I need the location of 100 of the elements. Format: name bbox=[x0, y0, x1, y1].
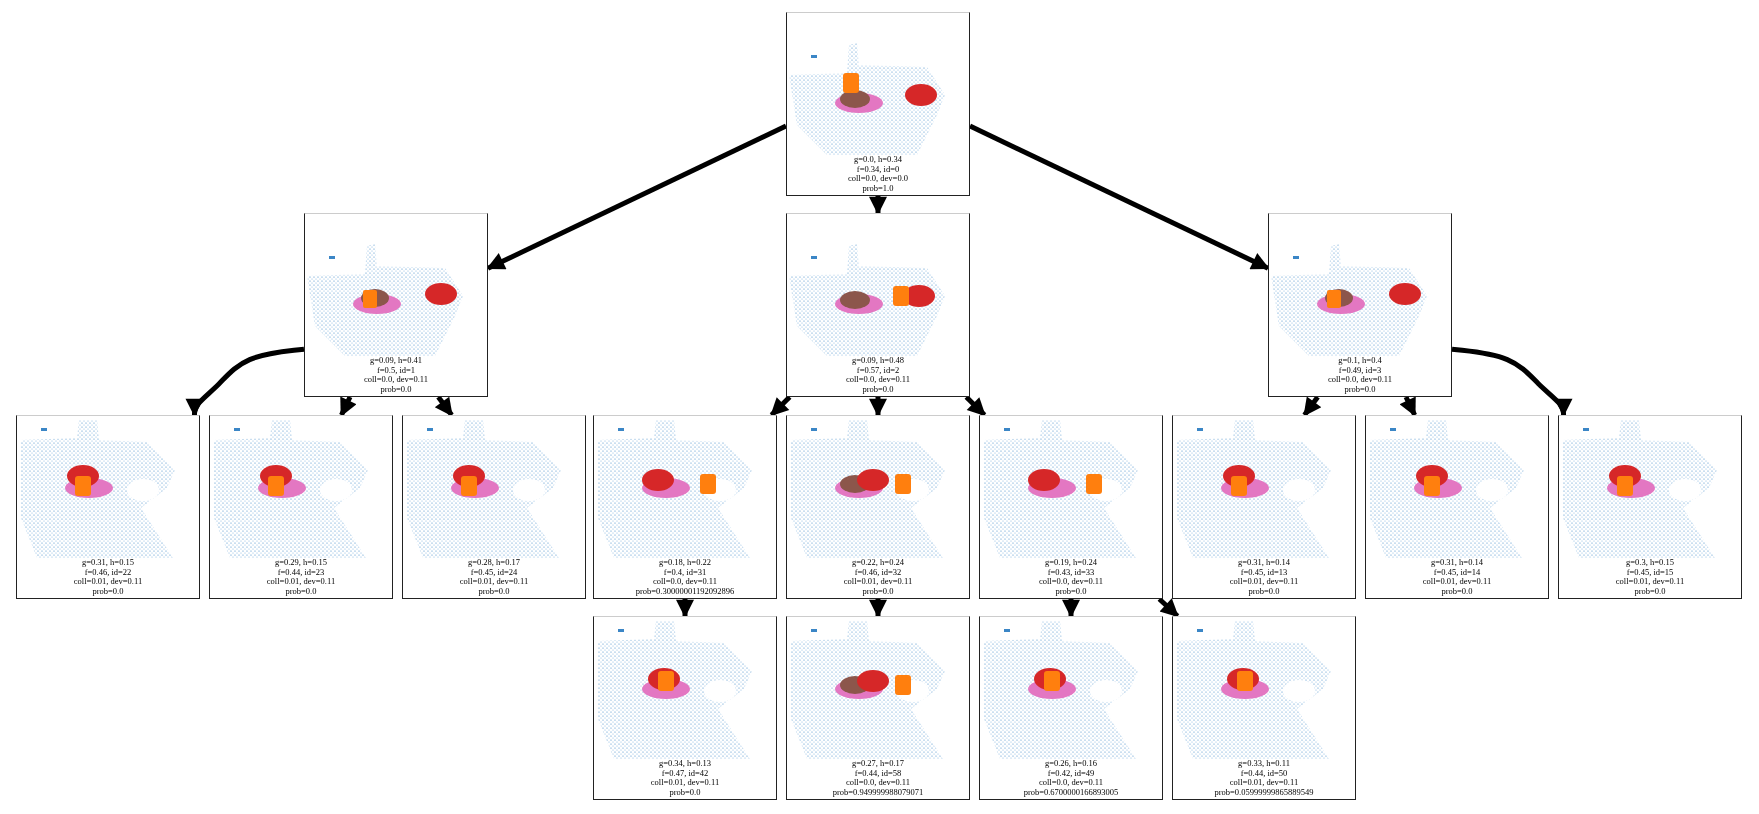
node-stats-text: prob=0.0 bbox=[1055, 586, 1087, 596]
node-stats-text: f=0.49, id=3 bbox=[1338, 365, 1382, 376]
node-stats-text: prob=0.0 bbox=[285, 586, 317, 596]
node-stats-text: g=0.31, h=0.14 bbox=[1430, 558, 1484, 568]
arrow bbox=[1157, 597, 1180, 618]
tree-node-card bbox=[593, 415, 777, 599]
node-stats-text: prob=1.0 bbox=[862, 183, 894, 193]
node-stats-text: prob=0.0 bbox=[1634, 586, 1666, 596]
node-stats-text: f=0.45, id=14 bbox=[1433, 567, 1481, 578]
node-stats-text: coll=0.0, dev=0.11 bbox=[845, 375, 910, 385]
arrow bbox=[869, 599, 887, 618]
node-stats-text: coll=0.0, dev=0.0 bbox=[847, 174, 909, 184]
tree-node-card bbox=[786, 12, 970, 196]
tree-node-card bbox=[1365, 415, 1549, 599]
tree-node-card bbox=[1172, 415, 1356, 599]
node-stats-text: g=0.31, h=0.14 bbox=[1237, 558, 1291, 568]
tree-node-card bbox=[209, 415, 393, 599]
tree-node-card bbox=[1558, 415, 1742, 599]
node-stats-text: g=0.27, h=0.17 bbox=[851, 759, 905, 769]
tree-node-card bbox=[304, 213, 488, 397]
node-stats-text: prob=0.0 bbox=[478, 586, 510, 596]
node-stats-text: prob=0.6700000166893005 bbox=[1023, 787, 1119, 797]
node-stats-text: prob=0.0 bbox=[1344, 384, 1376, 394]
tree-node-card bbox=[1268, 213, 1452, 397]
node-stats-text: g=0.09, h=0.48 bbox=[851, 356, 905, 366]
tree-node-card bbox=[1172, 616, 1356, 800]
node-stats-text: f=0.45, id=13 bbox=[1240, 567, 1288, 578]
node-stats-text: coll=0.0, dev=0.11 bbox=[652, 577, 717, 587]
arrow bbox=[1451, 346, 1573, 417]
arrow bbox=[1062, 599, 1080, 618]
node-stats-text: f=0.46, id=22 bbox=[84, 567, 132, 578]
node-stats-text: f=0.45, id=24 bbox=[470, 567, 518, 578]
node-stats-text: coll=0.01, dev=0.11 bbox=[73, 577, 143, 587]
node-stats-text: g=0.3, h=0.15 bbox=[1626, 558, 1674, 568]
arrow bbox=[1302, 395, 1322, 417]
node-stats-text: prob=0.0 bbox=[669, 787, 701, 797]
node-stats-text: g=0.19, h=0.24 bbox=[1044, 558, 1098, 568]
node-stats-text: coll=0.01, dev=0.11 bbox=[1615, 577, 1685, 587]
node-stats-text: prob=0.0 bbox=[92, 586, 124, 596]
node-stats-text: g=0.1, h=0.4 bbox=[1338, 356, 1382, 366]
arrow bbox=[676, 599, 694, 618]
node-stats-text: g=0.28, h=0.17 bbox=[467, 558, 521, 568]
arrow bbox=[869, 196, 887, 215]
arrow bbox=[339, 395, 357, 417]
node-stats-text: prob=0.30000001192092896 bbox=[635, 586, 735, 596]
node-stats-text: coll=0.01, dev=0.11 bbox=[266, 577, 336, 587]
tree-node-card bbox=[16, 415, 200, 599]
node-stats-text: f=0.5, id=1 bbox=[376, 365, 416, 376]
node-stats-text: coll=0.0, dev=0.11 bbox=[1038, 778, 1103, 788]
node-stats-text: coll=0.01, dev=0.11 bbox=[1422, 577, 1492, 587]
node-stats-text: f=0.44, id=58 bbox=[854, 768, 902, 779]
node-stats-text: g=0.33, h=0.11 bbox=[1238, 759, 1290, 769]
node-stats-text: f=0.47, id=42 bbox=[661, 768, 709, 779]
arrow bbox=[486, 123, 788, 271]
node-stats-text: g=0.34, h=0.13 bbox=[658, 759, 712, 769]
node-stats-text: coll=0.01, dev=0.11 bbox=[650, 778, 720, 788]
node-stats-text: f=0.44, id=50 bbox=[1240, 768, 1288, 779]
arrow bbox=[964, 395, 987, 417]
node-stats-text: prob=0.949999988079071 bbox=[832, 787, 924, 797]
node-stats-text: prob=0.0 bbox=[380, 384, 412, 394]
node-stats-text: g=0.29, h=0.15 bbox=[274, 558, 328, 568]
node-stats-text: f=0.42, id=49 bbox=[1047, 768, 1095, 779]
node-stats-text: g=0.31, h=0.15 bbox=[81, 558, 135, 568]
node-stats-text: coll=0.01, dev=0.11 bbox=[1229, 577, 1299, 587]
tree-node-card bbox=[979, 415, 1163, 599]
arrow bbox=[185, 346, 305, 417]
node-stats-text: prob=0.0 bbox=[862, 586, 894, 596]
tree-node-card bbox=[786, 616, 970, 800]
node-stats-text: f=0.57, id=2 bbox=[856, 365, 900, 376]
node-stats-text: f=0.43, id=33 bbox=[1047, 567, 1095, 578]
node-stats-text: prob=0.0 bbox=[1441, 586, 1473, 596]
node-stats-text: g=0.22, h=0.24 bbox=[851, 558, 905, 568]
node-stats-text: f=0.45, id=15 bbox=[1626, 567, 1674, 578]
arrow bbox=[434, 395, 454, 417]
node-stats-text: g=0.18, h=0.22 bbox=[658, 558, 712, 568]
tree-node-card bbox=[786, 213, 970, 397]
arrow bbox=[968, 123, 1270, 271]
tree-node-card bbox=[979, 616, 1163, 800]
tree-node-card bbox=[593, 616, 777, 800]
arrow bbox=[1399, 395, 1417, 417]
node-stats-text: g=0.26, h=0.16 bbox=[1044, 759, 1098, 769]
node-stats-text: coll=0.01, dev=0.11 bbox=[843, 577, 913, 587]
node-stats-text: coll=0.01, dev=0.11 bbox=[459, 577, 529, 587]
node-stats-text: coll=0.01, dev=0.11 bbox=[1229, 778, 1299, 788]
tree-node-card bbox=[402, 415, 586, 599]
node-stats-text: g=0.0, h=0.34 bbox=[854, 155, 902, 165]
node-stats-text: f=0.34, id=0 bbox=[856, 164, 900, 175]
node-stats-text: coll=0.0, dev=0.11 bbox=[1327, 375, 1392, 385]
node-stats-text: f=0.44, id=23 bbox=[277, 567, 325, 578]
node-stats-text: f=0.4, id=31 bbox=[663, 567, 707, 578]
arrow bbox=[769, 395, 792, 417]
tree-node-card bbox=[786, 415, 970, 599]
node-stats-text: prob=0.0 bbox=[862, 384, 894, 394]
arrow bbox=[869, 397, 887, 417]
node-stats-text: prob=0.05999999865889549 bbox=[1214, 787, 1314, 797]
node-stats-text: f=0.46, id=32 bbox=[854, 567, 902, 578]
node-stats-text: prob=0.0 bbox=[1248, 586, 1280, 596]
node-stats-text: g=0.09, h=0.41 bbox=[369, 356, 423, 366]
node-stats-text: coll=0.0, dev=0.11 bbox=[1038, 577, 1103, 587]
node-stats-text: coll=0.0, dev=0.11 bbox=[363, 375, 428, 385]
